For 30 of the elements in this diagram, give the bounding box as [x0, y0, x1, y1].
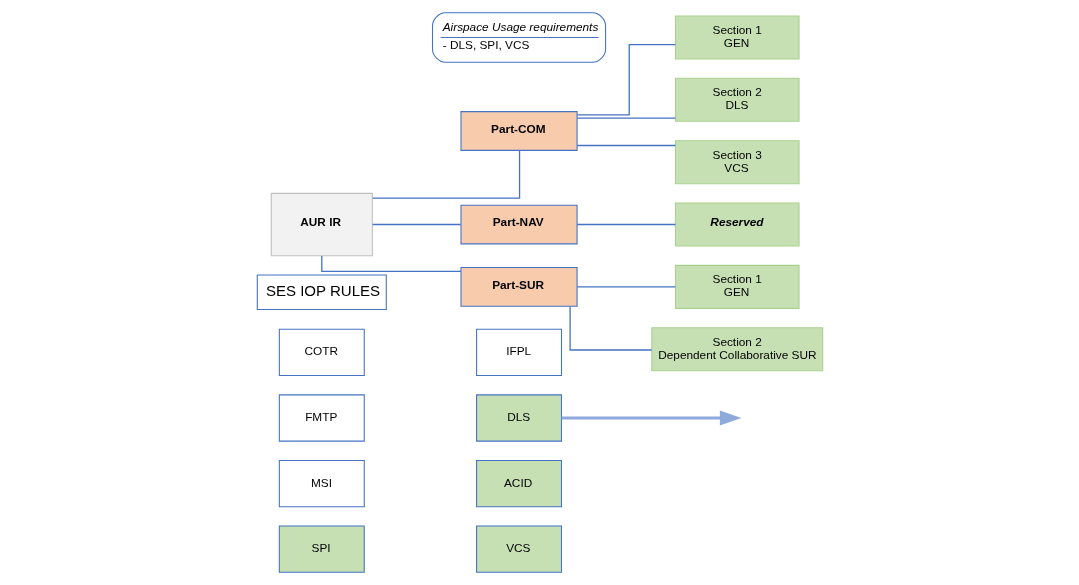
- connector: [576, 144, 676, 147]
- node-box: Section 2 Dependent Collaborative SUR: [650, 327, 823, 372]
- node-box: FMTP: [278, 394, 365, 442]
- node-box: COTR: [278, 328, 365, 377]
- connector: [576, 223, 676, 226]
- node-box: Airspace Usage requirements - DLS, SPI, VCS: [431, 12, 606, 63]
- arrow: [561, 410, 741, 426]
- node-box: Section 1 GEN: [674, 264, 800, 309]
- node-box: Section 1 GEN: [674, 15, 800, 60]
- connector: [576, 117, 676, 119]
- connector: [371, 223, 461, 226]
- node-box: Section 3 VCS: [674, 140, 800, 185]
- node-box: VCS: [475, 525, 562, 573]
- node-box: ACID: [475, 459, 562, 508]
- connector: [320, 255, 462, 272]
- connector: [576, 44, 676, 116]
- node-box: Part-NAV: [459, 204, 578, 245]
- node-box: SPI: [278, 525, 365, 573]
- node-box: MSI: [278, 459, 365, 508]
- node-box: SES IOP RULES: [256, 274, 387, 310]
- node-box: Part-COM: [459, 111, 578, 151]
- node-box: AUR IR: [270, 192, 373, 257]
- node-box: Section 2 DLS: [674, 77, 800, 122]
- connector: [371, 149, 520, 199]
- node-box: DLS: [475, 394, 562, 442]
- node-box: Part-SUR: [459, 266, 578, 307]
- connector: [576, 286, 676, 288]
- node-box: Reserved: [674, 202, 800, 247]
- node-box: IFPL: [475, 328, 562, 377]
- connector: [568, 305, 652, 351]
